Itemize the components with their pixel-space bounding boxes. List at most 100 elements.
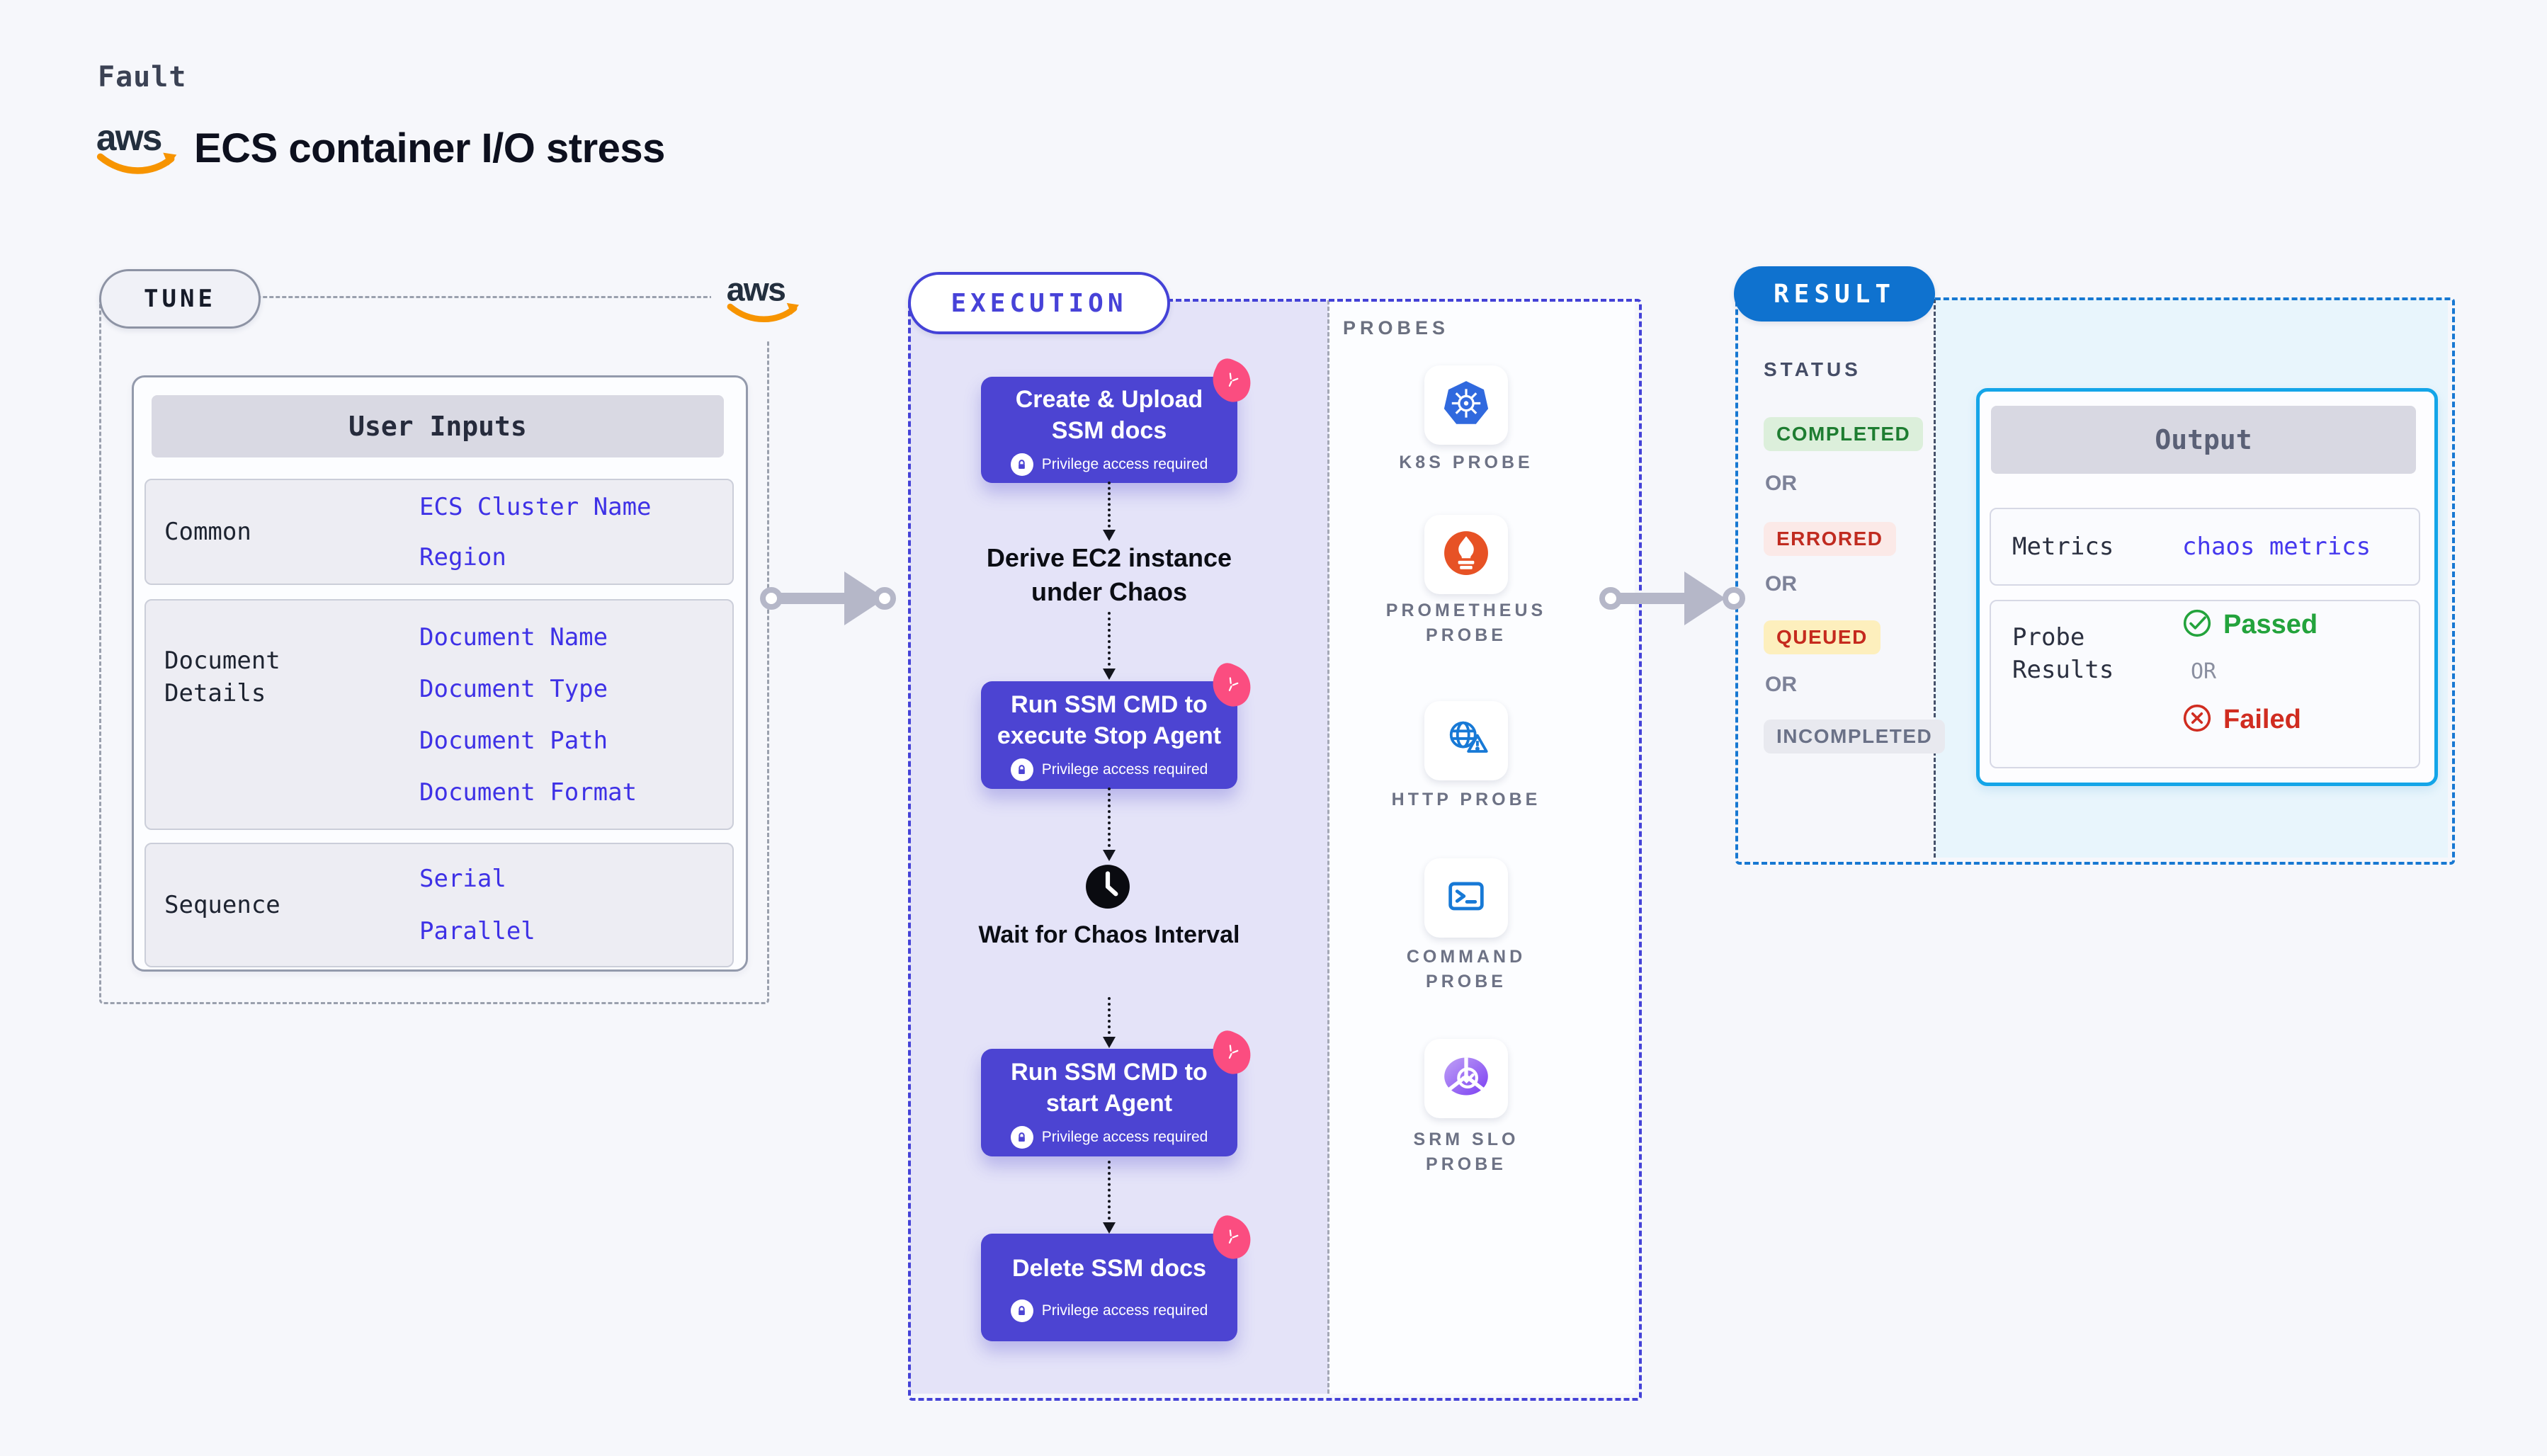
svg-text:aws: aws <box>727 271 785 307</box>
metrics-label: Metrics <box>2012 533 2114 561</box>
input-value: Document Path <box>419 726 608 755</box>
probe-label-prometheus: PROMETHEUS PROBE <box>1385 601 1547 645</box>
input-value: Document Name <box>419 622 608 652</box>
table-row-common: Common ECS Cluster Name Region <box>144 479 734 585</box>
lock-icon <box>1010 453 1033 476</box>
chaos-icon <box>1206 1212 1258 1264</box>
step-delete-ssm-docs: Delete SSM docs Privilege access require… <box>981 1212 1258 1341</box>
svg-text:aws: aws <box>96 118 161 158</box>
arrow-tune-to-execution <box>778 593 846 604</box>
lock-icon <box>1010 758 1033 781</box>
input-value: Parallel <box>419 917 535 945</box>
input-value: Serial <box>419 865 506 893</box>
result-pill: RESULT <box>1734 266 1935 322</box>
probe-tile <box>1424 701 1508 780</box>
chaos-icon <box>1206 659 1258 712</box>
flow-arrow <box>1103 787 1116 861</box>
step-derive-ec2: Derive EC2 instance under Chaos <box>986 543 1232 606</box>
flow-arrow <box>1103 482 1116 541</box>
connector-dot <box>760 587 783 610</box>
execution-pill: EXECUTION <box>908 272 1170 334</box>
status-badge-incompleted: INCOMPLETED <box>1764 720 1946 753</box>
input-value: Document Type <box>419 674 608 703</box>
probe-tile <box>1424 1039 1508 1118</box>
result-section <box>1735 297 2455 865</box>
flow-arrow <box>1103 1161 1116 1234</box>
result-divider <box>1934 299 1936 858</box>
connector-dot <box>873 587 896 610</box>
input-value: Region <box>419 542 506 571</box>
probe-tile <box>1424 365 1508 445</box>
connector-dot <box>1599 587 1622 610</box>
page-title: ECS container I/O stress <box>194 125 665 171</box>
srm-slo-icon <box>1442 1053 1490 1105</box>
probes-title: PROBES <box>1343 317 1450 339</box>
or-label: OR <box>2191 659 2217 684</box>
output-title: Output <box>1991 406 2416 474</box>
passed-label: Passed <box>2223 609 2318 639</box>
step-title: Run SSM CMD to start Agent <box>1011 1059 1208 1117</box>
or-label: OR <box>1765 572 1797 596</box>
arrow-execution-to-result <box>1618 593 1686 604</box>
probe-label-k8s: K8S PROBE <box>1399 453 1533 472</box>
step-run-ssm-start-agent: Run SSM CMD to start Agent Privilege acc… <box>981 1027 1258 1156</box>
user-inputs-title: User Inputs <box>152 395 724 457</box>
metrics-value: chaos metrics <box>2182 533 2371 561</box>
failed-label: Failed <box>2223 704 2301 734</box>
probe-tile <box>1424 515 1508 594</box>
fault-kicker: Fault <box>98 61 187 93</box>
row-label: Document Details <box>164 647 280 707</box>
output-row-metrics: Metrics chaos metrics <box>1990 508 2420 586</box>
row-label: Common <box>164 518 251 546</box>
probe-results-label: Probe Results <box>2012 623 2114 684</box>
step-title: Delete SSM docs <box>1012 1255 1206 1282</box>
probes-divider <box>1327 300 1329 1394</box>
or-label: OR <box>1765 472 1797 495</box>
step-run-ssm-stop-agent: Run SSM CMD to execute Stop Agent Privil… <box>981 659 1258 789</box>
status-title: STATUS <box>1764 358 1861 380</box>
probe-tile <box>1424 858 1508 938</box>
step-wait-chaos-interval: Wait for Chaos Interval <box>978 921 1240 948</box>
probe-label-command: COMMAND PROBE <box>1406 947 1526 991</box>
aws-logo: aws <box>711 256 817 340</box>
terminal-icon <box>1442 872 1490 924</box>
step-title: Create & Upload SSM docs <box>1015 386 1203 444</box>
chaos-icon <box>1206 355 1258 407</box>
tune-section <box>99 296 769 1004</box>
execution-section <box>908 299 1642 1401</box>
or-label: OR <box>1765 673 1797 696</box>
flow-arrow <box>1103 997 1116 1048</box>
clock-icon <box>1084 863 1131 914</box>
input-value: Document Format <box>419 778 637 807</box>
lock-icon <box>1010 1299 1033 1322</box>
x-circle-icon <box>2182 703 2212 736</box>
privilege-note: Privilege access required <box>1041 1129 1208 1145</box>
http-globe-warning-icon <box>1442 715 1490 767</box>
chaos-icon <box>1206 1027 1258 1079</box>
privilege-note: Privilege access required <box>1041 1302 1208 1319</box>
table-row-sequence: Sequence Serial Parallel <box>144 843 734 967</box>
row-label: Sequence <box>164 891 280 919</box>
status-badge-queued: QUEUED <box>1764 620 1881 654</box>
status-badge-errored: ERRORED <box>1764 522 1896 556</box>
tune-pill: TUNE <box>99 269 261 329</box>
step-create-upload-ssm-docs: Create & Upload SSM docs Privilege acces… <box>981 355 1258 483</box>
check-circle-icon <box>2182 608 2212 642</box>
status-badge-completed: COMPLETED <box>1764 417 1924 451</box>
lock-icon <box>1010 1126 1033 1149</box>
aws-logo: aws <box>95 117 181 177</box>
table-row-document-details: Document Details Document Name Document … <box>144 599 734 830</box>
arrow-head <box>1684 571 1725 625</box>
output-row-probe-results: Probe Results Passed OR <box>1990 600 2420 768</box>
probe-label-http: HTTP PROBE <box>1391 790 1541 809</box>
step-title: Run SSM CMD to execute Stop Agent <box>997 691 1222 749</box>
kubernetes-icon <box>1442 380 1490 431</box>
privilege-note: Privilege access required <box>1041 456 1208 472</box>
prometheus-icon <box>1443 530 1490 580</box>
probes-panel <box>1329 300 1635 1394</box>
probe-label-srm-slo: SRM SLO PROBE <box>1413 1130 1519 1174</box>
flow-arrow <box>1103 612 1116 680</box>
output-card: Output Metrics chaos metrics Probe Resul… <box>1976 388 2438 786</box>
input-value: ECS Cluster Name <box>419 492 652 521</box>
